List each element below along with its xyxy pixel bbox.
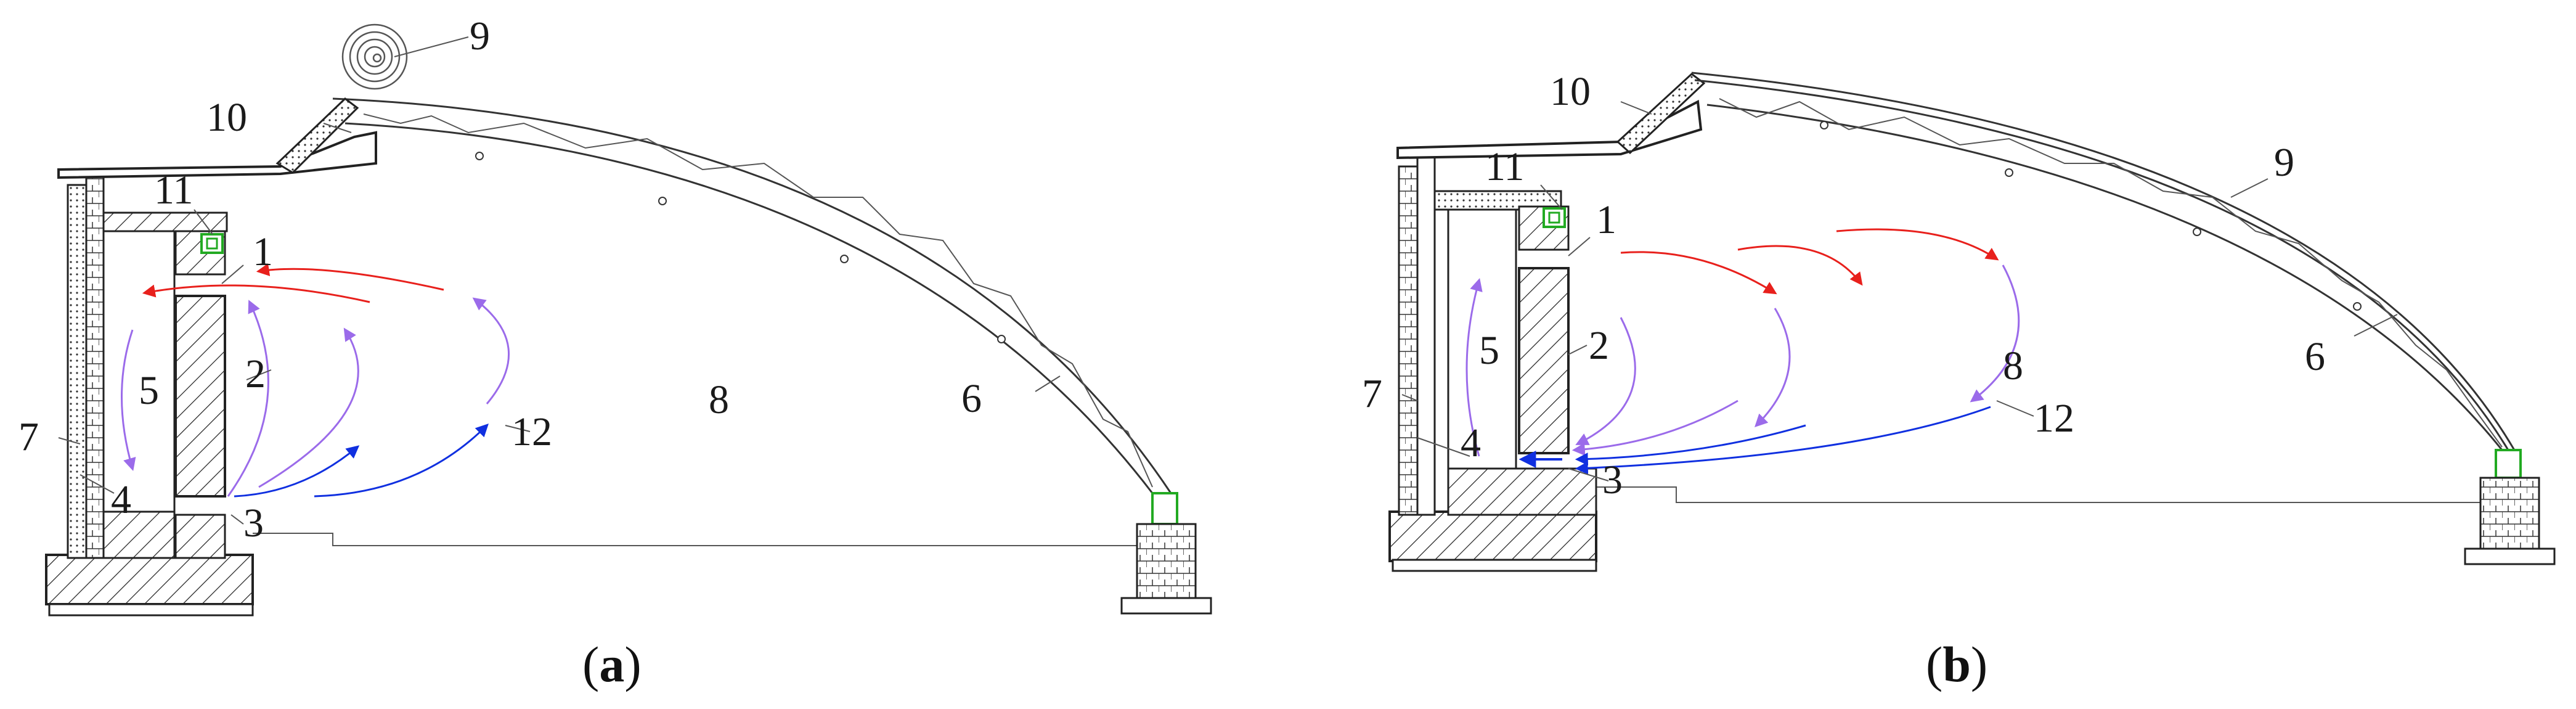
cool-air-arrow-2-b — [1575, 406, 1991, 475]
back-wall-insulation-b — [1398, 165, 1419, 516]
label-8-b: 8 — [2003, 343, 2023, 388]
ground-line-b — [1596, 486, 2496, 503]
label-12-b: 12 — [2034, 396, 2074, 441]
ground-line-a — [253, 533, 1159, 546]
cool-air-arrow-1-b — [1575, 424, 1806, 466]
leader-lines-a — [58, 36, 1061, 525]
panel-b: 1 2 3 4 5 6 7 8 9 10 11 12 (b) — [1362, 69, 2556, 692]
label-6-a: 6 — [961, 376, 982, 421]
label-3-b: 3 — [1602, 457, 1623, 502]
label-6-b: 6 — [2305, 334, 2325, 379]
heat-storage-wall-a — [174, 295, 226, 498]
mixed-air-arc-3-a — [472, 297, 510, 404]
back-wall-brick-b — [1416, 147, 1436, 516]
back-wall-bottom-b — [1447, 467, 1597, 516]
front-footing-b — [2495, 449, 2522, 479]
front-footing-a — [1151, 492, 1178, 525]
roof-truss-web-b — [1719, 98, 2503, 448]
label-11-b: 11 — [1485, 144, 1525, 189]
back-wall-insulation-a — [67, 184, 88, 559]
label-8-a: 8 — [709, 377, 729, 422]
back-slope-b — [1616, 73, 1706, 155]
label-7-a: 7 — [18, 414, 39, 459]
hot-air-arrow-1-a — [256, 263, 444, 291]
cool-air-arrow-2-a — [314, 424, 489, 498]
rolled-curtain-a — [341, 23, 408, 90]
hot-air-arrow-2-a — [142, 284, 370, 303]
lower-block-a — [174, 514, 226, 559]
back-roof-slab-a — [102, 211, 228, 232]
label-5-a: 5 — [139, 368, 159, 413]
roof-arch-a — [332, 97, 1172, 494]
back-wall-bottom-a — [102, 510, 176, 559]
mixed-air-up-b — [1465, 277, 1483, 457]
label-10-b: 10 — [1550, 69, 1591, 114]
mixed-air-arc-1-a — [227, 300, 269, 497]
roof-arch-inner-a — [344, 122, 1154, 494]
label-1-b: 1 — [1596, 197, 1616, 242]
caption-a: (a) — [582, 636, 642, 692]
front-base-a — [1136, 523, 1197, 605]
panel-a: 1 2 3 4 5 6 7 8 9 10 11 12 (a) — [18, 14, 1212, 692]
hot-air-arrow-1-b — [1620, 251, 1777, 295]
label-3-a: 3 — [243, 501, 264, 546]
back-wall-brick-a — [85, 171, 105, 559]
back-wall-cavity-a — [102, 230, 176, 559]
heat-storage-wall-b — [1518, 267, 1570, 454]
leader-lines-b — [1401, 101, 2398, 482]
airflow-b — [1465, 228, 2020, 475]
back-wall-base-b — [1392, 559, 1597, 572]
label-7-b: 7 — [1362, 371, 1382, 416]
back-wall-base-a — [48, 603, 254, 617]
roof-truss-web-a — [363, 113, 1153, 488]
back-slope-a — [275, 97, 359, 174]
caption-b: (b) — [1926, 636, 1987, 692]
front-base-plate-a — [1120, 597, 1212, 615]
back-wall-footing-b — [1388, 510, 1597, 562]
mixed-air-arc-2-a — [258, 327, 359, 488]
fan-b-core-icon — [1548, 211, 1560, 224]
front-base-b — [2479, 477, 2540, 556]
back-wall-cavity-b — [1447, 208, 1517, 516]
airflow-a — [121, 263, 510, 498]
label-11-a: 11 — [154, 168, 194, 213]
label-2-b: 2 — [1589, 323, 1609, 368]
cool-air-arrow-1-a — [234, 445, 360, 498]
front-base-plate-b — [2464, 547, 2556, 565]
mixed-air-to-wall-b — [1571, 400, 1738, 456]
back-wall-footing-a — [45, 554, 254, 605]
label-2-a: 2 — [245, 351, 266, 396]
hot-air-arrow-3-b — [1836, 228, 1999, 261]
mixed-air-arc-1-b — [1575, 317, 1636, 445]
label-9-b: 9 — [2274, 140, 2294, 185]
hot-air-arrow-2-b — [1737, 245, 1863, 286]
fan-core-icon — [206, 237, 218, 250]
mixed-air-arc-2-b — [1755, 308, 1791, 427]
label-9-a: 9 — [470, 14, 490, 59]
roof-arch-inner-b — [1706, 104, 2503, 451]
label-5-b: 5 — [1479, 328, 1499, 373]
label-12-a: 12 — [512, 409, 552, 454]
mixed-air-down-a — [121, 329, 136, 472]
roof-arch-b — [1694, 79, 2509, 451]
roof-film-b — [1691, 72, 2516, 451]
label-4-a: 4 — [111, 477, 131, 522]
label-4-b: 4 — [1461, 420, 1481, 465]
label-10-a: 10 — [206, 95, 247, 140]
label-1-a: 1 — [253, 229, 273, 274]
mixed-air-arc-3-b — [1970, 264, 2020, 403]
